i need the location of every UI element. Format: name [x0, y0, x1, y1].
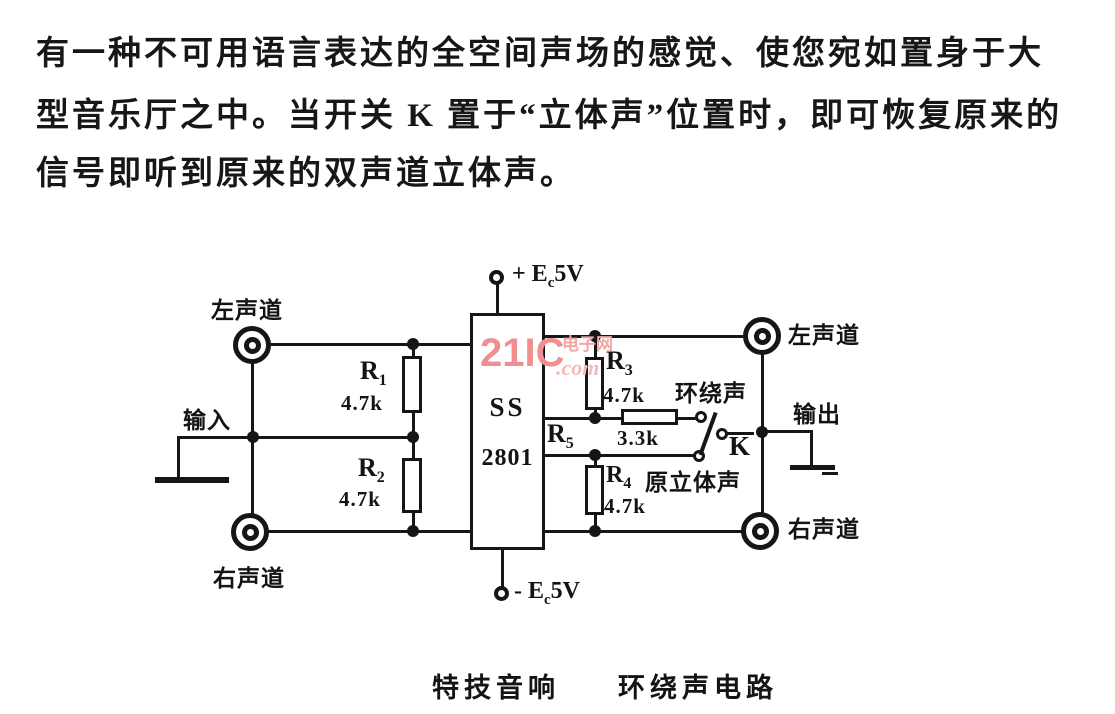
- wire-right-top-signal: [545, 335, 745, 338]
- wire-right-ground-stub-v: [810, 430, 813, 466]
- wire-vcc-lead: [496, 284, 499, 314]
- label-surround-position: 环绕声: [675, 381, 747, 406]
- watermark-domain: .com: [556, 355, 600, 380]
- jack-output-left-channel[interactable]: [743, 317, 781, 355]
- label-input-right-channel: 右声道: [213, 566, 285, 591]
- terminal-negative-supply[interactable]: [494, 586, 509, 601]
- paragraph-line-1: 有一种不可用语言表达的全空间声场的感觉、使您宛如置身于大: [36, 36, 1044, 72]
- ic-ss2801: SS 2801: [470, 313, 545, 550]
- wire-stereo-line: [545, 454, 695, 457]
- negative-supply-label: - Ec5V: [514, 578, 581, 608]
- watermark: 21IC 电子网 .com: [480, 331, 613, 379]
- jack-pin: [241, 523, 259, 541]
- jack-pin: [243, 336, 261, 354]
- label-input: 输入: [183, 408, 231, 433]
- ic-part-number: 2801: [481, 445, 534, 471]
- ground-symbol-right: [790, 465, 835, 470]
- wire-left-bottom-signal: [267, 530, 470, 533]
- label-r4: R4: [606, 462, 632, 492]
- value-r2: 4.7k: [339, 487, 381, 511]
- resistor-r1-body: [402, 356, 422, 413]
- junction-dot: [407, 431, 419, 443]
- caption-subtitle: 环绕声电路: [618, 673, 778, 703]
- resistor-r4-body: [585, 465, 604, 515]
- label-r5: R5: [547, 419, 574, 453]
- label-output-left-channel: 左声道: [788, 323, 860, 348]
- wire-right-bottom-signal: [545, 530, 743, 533]
- value-r4: 4.7k: [604, 494, 646, 518]
- switch-pole-contact[interactable]: [716, 428, 728, 440]
- ground-symbol-right-tick: [822, 472, 838, 475]
- junction-dot: [407, 525, 419, 537]
- resistor-r5-body: [621, 409, 678, 425]
- wire-input-line: [177, 436, 414, 439]
- resistor-r3-body: [585, 357, 604, 410]
- ic-name: SS: [489, 392, 526, 422]
- label-r2: R2: [358, 453, 385, 487]
- label-output-right-channel: 右声道: [788, 517, 860, 542]
- switch-label: K: [729, 431, 751, 461]
- paragraph-line-3: 信号即听到原来的双声道立体声。: [36, 156, 576, 192]
- label-stereo-position: 原立体声: [645, 470, 741, 495]
- positive-supply-label: + Ec5V: [512, 261, 584, 291]
- junction-dot: [589, 330, 601, 342]
- wire-right-ground-stub-h: [762, 430, 813, 433]
- watermark-site-name: 电子网: [562, 335, 613, 354]
- jack-output-right-channel[interactable]: [741, 512, 779, 550]
- terminal-positive-supply[interactable]: [489, 270, 504, 285]
- switch-contact-surround[interactable]: [695, 411, 707, 423]
- junction-dot: [756, 426, 768, 438]
- jack-input-left-channel[interactable]: [233, 326, 271, 364]
- value-r3: 4.7k: [603, 383, 645, 407]
- label-output: 输出: [793, 402, 841, 427]
- junction-dot: [589, 525, 601, 537]
- paragraph-line-2: 型音乐厅之中。当开关 K 置于“立体声”位置时，即可恢复原来的: [36, 98, 1063, 134]
- junction-dot: [589, 412, 601, 424]
- junction-dot: [407, 338, 419, 350]
- jack-pin: [753, 327, 771, 345]
- jack-input-right-channel[interactable]: [231, 513, 269, 551]
- value-r1: 4.7k: [341, 391, 383, 415]
- label-input-left-channel: 左声道: [211, 298, 283, 323]
- wire-switch-pole: [726, 432, 754, 435]
- junction-dot: [247, 431, 259, 443]
- jack-pin: [751, 522, 769, 540]
- caption-title: 特技音响: [432, 673, 560, 703]
- resistor-r2-body: [402, 458, 422, 513]
- wire-vee-lead: [501, 548, 504, 588]
- watermark-brand: 21IC: [480, 331, 565, 375]
- value-r5: 3.3k: [617, 426, 659, 450]
- label-r3: R3: [606, 346, 633, 380]
- wire-left-top-signal: [270, 343, 470, 346]
- wire-left-ground-stub: [177, 436, 180, 478]
- label-r1: R1: [360, 356, 387, 390]
- junction-dot: [589, 449, 601, 461]
- ground-symbol-left: [155, 477, 229, 483]
